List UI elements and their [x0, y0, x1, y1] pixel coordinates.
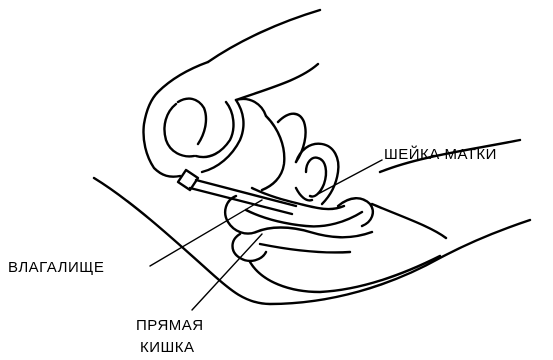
finger-1 [178, 99, 206, 144]
label-rectum-line1: ПРЯМАЯ [136, 316, 204, 336]
label-rectum-line2: КИШКА [140, 338, 195, 358]
label-vagina: ВЛАГАЛИЩЕ [8, 258, 104, 278]
leader-cervix [318, 160, 382, 194]
back-outline [372, 204, 446, 238]
leader-rectum [192, 234, 262, 310]
arm-outline [208, 10, 320, 62]
body-upper-outline [278, 114, 306, 162]
rectum-lower [260, 244, 350, 253]
rectum-outline [256, 228, 372, 238]
cervix-tip [296, 188, 312, 200]
buttock-outline [262, 116, 284, 190]
finger-3 [196, 102, 233, 157]
thumb [202, 100, 243, 172]
finger-2 [164, 104, 194, 156]
hand-outline [143, 62, 208, 177]
label-cervix: ШЕЙКА МАТКИ [384, 145, 497, 165]
arm-lower-outline [236, 64, 318, 100]
vaginal-wall-lower [246, 210, 362, 226]
thigh-inner [250, 256, 440, 292]
